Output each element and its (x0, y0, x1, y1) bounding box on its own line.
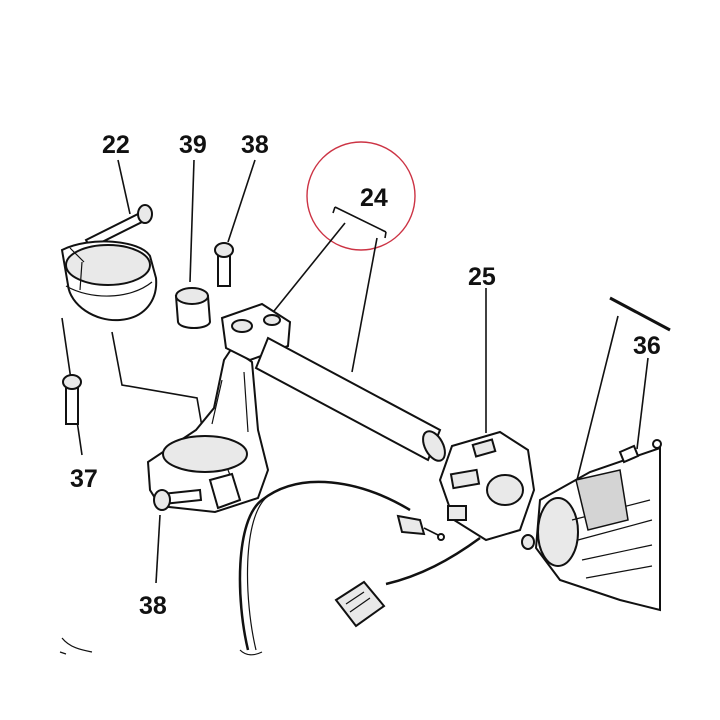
callout-39: 39 (179, 131, 207, 159)
callout-22: 22 (102, 131, 130, 159)
callout-37: 37 (70, 465, 98, 493)
callout-36-leader (636, 357, 649, 450)
callout-22-leader (117, 159, 131, 215)
callout-24-leader-b (351, 237, 378, 373)
callout-25: 25 (468, 263, 496, 291)
switch-cable (385, 536, 481, 586)
callout-36-bracket (609, 296, 671, 332)
connector-plug (334, 580, 386, 628)
bolt-37 (62, 374, 82, 425)
grip-assembly (534, 439, 662, 612)
handlebar-24 (254, 336, 446, 462)
callout-38-bottom: 38 (139, 592, 167, 620)
callout-38-top-leader (227, 159, 256, 243)
bolt-38-bottom (153, 488, 203, 511)
cable-end-fitting (396, 514, 445, 541)
callout-24: 24 (360, 184, 388, 212)
main-bracket (146, 346, 270, 514)
grip-leader (575, 315, 619, 485)
callout-38-bottom-leader (155, 514, 161, 584)
highlight-circle (306, 141, 416, 251)
bolt-38-top (214, 242, 234, 287)
bushing-39 (174, 287, 212, 329)
callout-24-bracket (334, 206, 387, 233)
top-clamp (60, 240, 158, 322)
callout-24-leader-a (269, 222, 346, 317)
callout-38-top: 38 (241, 131, 269, 159)
long-cable (238, 480, 411, 651)
callout-39-leader (189, 159, 195, 283)
switch-housing-25 (438, 430, 536, 550)
callout-36: 36 (633, 332, 661, 360)
clamp-leader (111, 331, 206, 445)
